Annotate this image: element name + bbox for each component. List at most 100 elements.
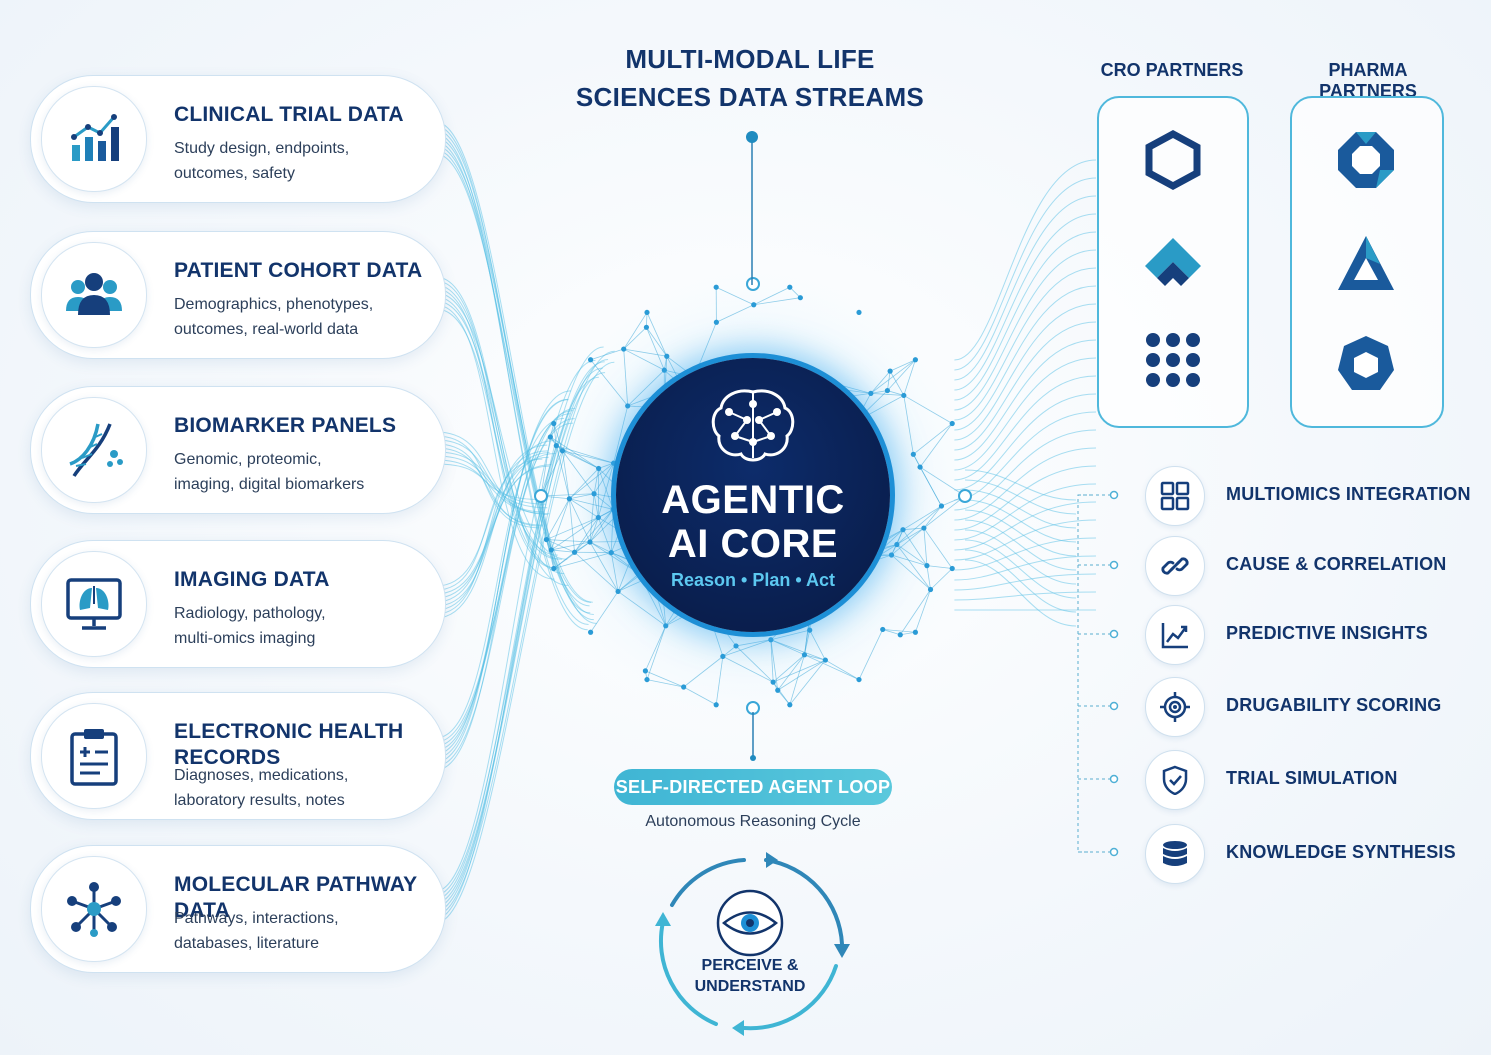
capability-label: KNOWLEDGE SYNTHESIS <box>1226 842 1456 862</box>
network-edge <box>772 654 805 683</box>
network-node <box>559 448 566 454</box>
source-card-molecular-pathway: MOLECULAR PATHWAY DATA Pathways, interac… <box>30 845 446 973</box>
flow-line <box>954 195 1097 381</box>
network-edge <box>804 654 826 661</box>
capability-predictive: PREDICTIVE INSIGHTS <box>1145 605 1475 665</box>
network-node <box>856 309 862 316</box>
network-edge <box>903 395 953 424</box>
network-edge <box>569 462 614 500</box>
capability-cause-correlation: CAUSE & CORRELATION <box>1145 536 1475 596</box>
network-edge <box>569 498 599 518</box>
flow-line <box>964 519 1077 571</box>
capability-label: MULTIOMICS INTEGRATION <box>1226 484 1471 504</box>
flow-line <box>954 357 1097 471</box>
flow-line <box>954 375 1097 481</box>
core-title: AGENTIC AI CORE <box>616 478 890 566</box>
chevron-up-logo <box>1145 238 1201 286</box>
network-node <box>938 503 945 509</box>
network-edge <box>891 554 931 590</box>
capability-label: PREDICTIVE INSIGHTS <box>1226 623 1428 643</box>
flow-line <box>964 469 1077 501</box>
network-edge <box>627 369 665 407</box>
agentic-ai-core: AGENTIC AI CORE Reason • Plan • Act <box>616 358 890 632</box>
flow-line <box>954 231 1097 401</box>
network-node <box>912 357 919 363</box>
network-node <box>571 549 578 555</box>
eye-icon <box>716 889 784 957</box>
network-edge <box>555 445 570 499</box>
flow-line <box>954 537 1097 571</box>
network-edge <box>646 625 667 680</box>
core-title-line1: AGENTIC <box>661 478 845 522</box>
agent-loop-step-line1: PERCEIVE & <box>701 957 799 974</box>
core-subtitle: Reason • Plan • Act <box>671 570 835 590</box>
network-node <box>644 309 650 316</box>
source-card-biomarker: BIOMARKER PANELS Genomic, proteomic, ima… <box>30 386 446 514</box>
network-edge <box>919 423 953 468</box>
source-description: Genomic, proteomic, imaging, digital bio… <box>174 447 404 497</box>
network-edge <box>645 625 667 672</box>
network-anchor-node <box>534 489 548 503</box>
cro-partners-heading: CRO PARTNERS <box>1100 60 1244 80</box>
flow-line <box>435 300 563 560</box>
source-title-line1: ELECTRONIC HEALTH <box>174 720 404 743</box>
network-node <box>949 420 955 427</box>
network-node <box>642 668 648 674</box>
source-title: CLINICAL TRIAL DATA <box>174 103 404 126</box>
network-edge <box>590 591 619 633</box>
capability-label: DRUGABILITY SCORING <box>1226 695 1442 715</box>
network-node <box>822 657 828 663</box>
triangle-logo <box>1338 236 1394 290</box>
capability-icon-frame <box>1145 536 1205 596</box>
network-node <box>643 324 650 330</box>
network-node <box>787 284 793 290</box>
network-node <box>787 702 793 708</box>
network-edge <box>777 659 826 691</box>
flow-line <box>435 407 576 767</box>
network-node <box>949 565 955 572</box>
source-description: Pathways, interactions, databases, liter… <box>174 906 404 956</box>
capability-bracket-dots <box>1109 490 1119 857</box>
source-card-patient-cohort: PATIENT COHORT DATA Demographics, phenot… <box>30 231 446 359</box>
network-node <box>661 367 667 373</box>
network-edge <box>870 390 888 394</box>
monitor-lungs-icon <box>66 578 122 630</box>
network-edge <box>899 589 931 636</box>
network-edge <box>540 436 551 497</box>
network-edge <box>882 629 901 636</box>
network-node <box>856 676 862 683</box>
source-icon-frame <box>41 242 147 348</box>
network-edge <box>623 348 667 357</box>
source-description-line1: Pathways, interactions, <box>174 910 339 927</box>
network-node <box>733 643 739 649</box>
network-edge <box>789 659 826 706</box>
network-edge <box>887 371 891 391</box>
flow-line <box>435 435 542 527</box>
flow-line <box>954 447 1097 521</box>
network-edge <box>896 544 931 590</box>
network-edge <box>540 495 547 540</box>
source-icon-frame <box>41 856 147 962</box>
network-edge <box>804 654 860 680</box>
network-edge <box>716 286 754 306</box>
flow-line <box>964 529 1077 585</box>
source-title: BIOMARKER PANELS <box>174 414 397 437</box>
flow-line <box>435 141 589 626</box>
network-node <box>901 392 907 399</box>
capability-icon-frame <box>1145 605 1205 665</box>
network-node <box>801 652 808 658</box>
shield-check-icon <box>1162 765 1188 795</box>
network-edge <box>915 589 931 633</box>
network-edge <box>638 573 667 626</box>
network-node <box>751 302 757 308</box>
loop-connector-dot <box>750 755 756 761</box>
network-edge <box>903 359 916 396</box>
network-edge <box>569 468 599 500</box>
flow-line <box>954 267 1097 421</box>
network-node <box>610 460 617 466</box>
flow-line <box>435 358 609 908</box>
network-edge <box>891 554 928 566</box>
title-connector-dot <box>746 131 758 143</box>
diagram-title-line1: MULTI-MODAL LIFE <box>625 44 875 74</box>
source-title: MOLECULAR PATHWAY DATA <box>174 873 417 922</box>
